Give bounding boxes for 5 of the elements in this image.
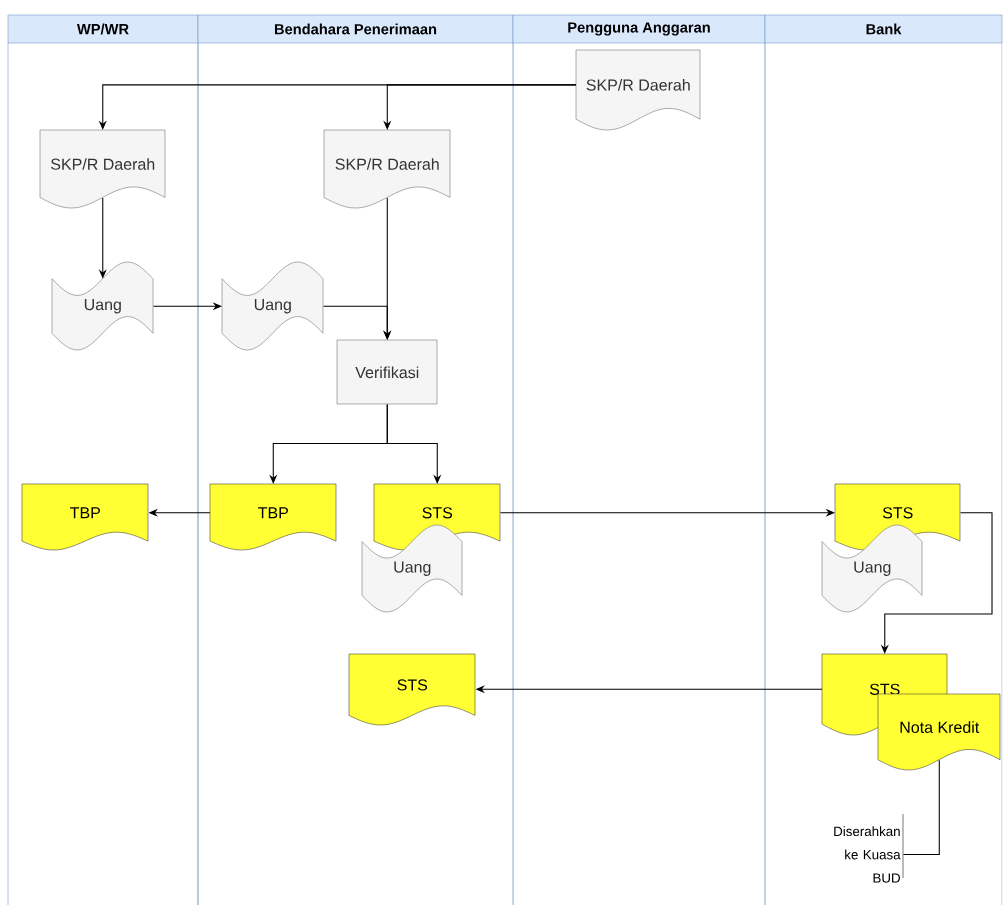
arrow xyxy=(500,508,835,517)
process-box: Verifikasi xyxy=(336,339,438,405)
annotation: Diserahkan ke Kuasa BUD xyxy=(834,813,904,883)
connector-line xyxy=(903,759,940,856)
arrow xyxy=(386,404,442,484)
